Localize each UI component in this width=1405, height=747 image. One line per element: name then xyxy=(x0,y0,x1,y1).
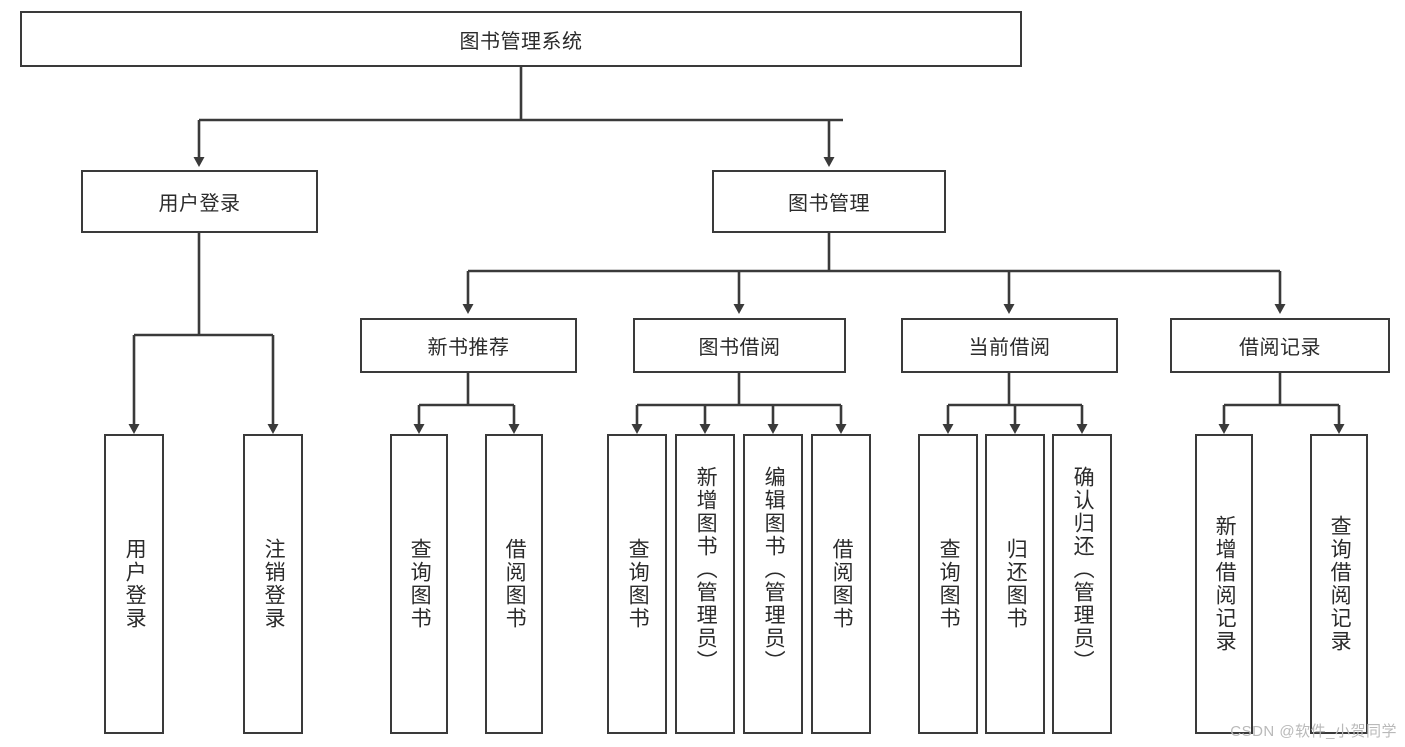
leaf-borrow-lend-book[interactable]: 借阅图书 xyxy=(811,434,871,734)
leaf-user-logout[interactable]: 注销登录 xyxy=(243,434,303,734)
leaf-current-query-book[interactable]: 查询图书 xyxy=(918,434,978,734)
node-book-management[interactable]: 图书管理 xyxy=(712,170,946,233)
node-borrow-record[interactable]: 借阅记录 xyxy=(1170,318,1390,373)
leaf-current-return-book[interactable]: 归还图书 xyxy=(985,434,1045,734)
node-current-borrow[interactable]: 当前借阅 xyxy=(901,318,1118,373)
leaf-borrow-query-book[interactable]: 查询图书 xyxy=(607,434,667,734)
leaf-recommend-borrow-book[interactable]: 借阅图书 xyxy=(485,434,543,734)
leaf-user-login[interactable]: 用户登录 xyxy=(104,434,164,734)
leaf-recommend-query-book[interactable]: 查询图书 xyxy=(390,434,448,734)
leaf-borrow-edit-book-admin[interactable]: 编辑图书（管理员） xyxy=(743,434,803,734)
node-root[interactable]: 图书管理系统 xyxy=(20,11,1022,67)
leaf-record-query-record[interactable]: 查询借阅记录 xyxy=(1310,434,1368,734)
leaf-borrow-add-book-admin[interactable]: 新增图书（管理员） xyxy=(675,434,735,734)
node-book-borrow[interactable]: 图书借阅 xyxy=(633,318,846,373)
node-user-login[interactable]: 用户登录 xyxy=(81,170,318,233)
leaf-record-add-record[interactable]: 新增借阅记录 xyxy=(1195,434,1253,734)
node-new-book-recommend[interactable]: 新书推荐 xyxy=(360,318,577,373)
leaf-current-confirm-return-admin[interactable]: 确认归还（管理员） xyxy=(1052,434,1112,734)
